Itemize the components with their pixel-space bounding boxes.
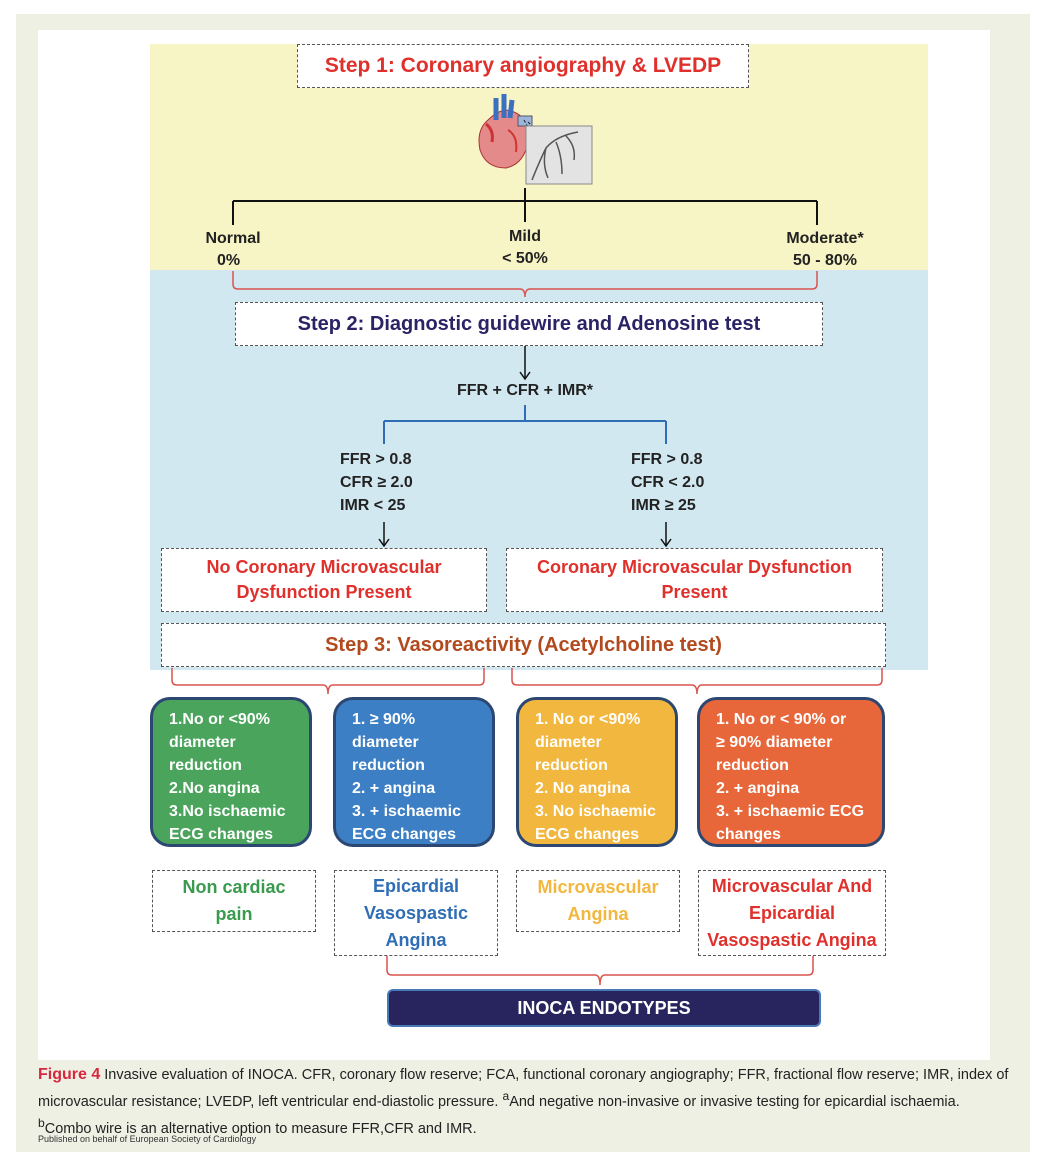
branch-normal: Normal 0% (205, 230, 261, 269)
figure-number: Figure 4 (38, 1066, 101, 1083)
endotype-microvascular: Microvascular Angina (516, 870, 680, 932)
note-b-mark: b (38, 1115, 45, 1130)
branch-mild: Mild < 50% (502, 228, 548, 267)
card-non-cardiac: 1.No or <90% diameter reduction 2.No ang… (150, 697, 312, 847)
endotype-non-cardiac: Non cardiac pain (152, 870, 316, 932)
card-combined: 1. No or < 90% or ≥ 90% diameter reducti… (697, 697, 885, 847)
inoca-endotypes-banner: INOCA ENDOTYPES (387, 989, 821, 1027)
no-cmd-box: No Coronary Microvascular Dysfunction Pr… (161, 548, 487, 612)
heart-angiogram-icon (478, 94, 593, 185)
endotype-microvascular-label: Microvascular Angina (537, 877, 659, 924)
note-a-mark: a (502, 1089, 510, 1103)
branch-moderate: Moderate* 50 - 80% (786, 230, 864, 269)
criteria-no-cmd: FFR > 0.8 CFR ≥ 2.0 IMR < 25 (340, 451, 413, 514)
criteria-cmd: FFR > 0.8 CFR < 2.0 IMR ≥ 25 (631, 451, 705, 514)
caption-note-a: And negative non-invasive or invasive te… (509, 1093, 960, 1110)
card-microvascular: 1. No or <90% diameter reduction 2. No a… (516, 697, 678, 847)
endotype-combined-label: Microvascular And Epicardial Vasospastic… (707, 875, 877, 950)
step3-box: Step 3: Vasoreactivity (Acetylcholine te… (161, 623, 886, 667)
card-epicardial: 1. ≥ 90% diameter reduction 2. + angina … (333, 697, 495, 847)
endotype-epicardial: Epicardial Vasospastic Angina (334, 870, 498, 956)
measures-label: FFR + CFR + IMR* (456, 382, 593, 399)
step2-box: Step 2: Diagnostic guidewire and Adenosi… (235, 302, 823, 346)
cmd-box: Coronary Microvascular Dysfunction Prese… (506, 548, 883, 612)
endotype-non-cardiac-label: Non cardiac pain (182, 877, 286, 924)
publisher-note: Published on behalf of European Society … (38, 1134, 257, 1144)
caption-text: Invasive evaluation of INOCA. CFR, coron… (38, 1067, 1009, 1110)
step3-title: Step 3: Vasoreactivity (Acetylcholine te… (325, 633, 722, 656)
caption-note-b: Combo wire is an alternative option to m… (44, 1120, 477, 1137)
endotype-epicardial-label: Epicardial Vasospastic Angina (363, 875, 469, 950)
endotype-combined: Microvascular And Epicardial Vasospastic… (698, 870, 886, 956)
step1-title: Step 1: Coronary angiography & LVEDP (324, 54, 722, 77)
step1-box: Step 1: Coronary angiography & LVEDP (297, 44, 749, 88)
cmd-label: Coronary Microvascular Dysfunction Prese… (536, 557, 853, 602)
no-cmd-label: No Coronary Microvascular Dysfunction Pr… (206, 557, 442, 602)
figure-caption: Figure 4 Invasive evaluation of INOCA. C… (38, 1064, 1013, 1140)
inoca-label: INOCA ENDOTYPES (517, 997, 691, 1018)
step2-title: Step 2: Diagnostic guidewire and Adenosi… (297, 312, 761, 335)
